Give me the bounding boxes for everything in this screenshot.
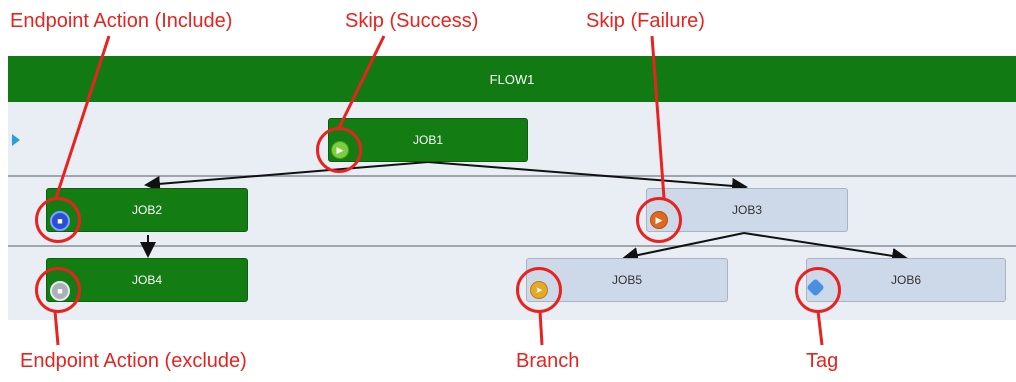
highlight-ring-skip-failure	[636, 197, 682, 243]
label-tag: Tag	[806, 350, 839, 372]
label-skip-failure: Skip (Failure)	[586, 10, 705, 32]
label-endpoint-exclude: Endpoint Action (exclude)	[20, 350, 247, 372]
job-label: JOB4	[131, 273, 162, 287]
job-label: JOB5	[611, 273, 642, 287]
label-endpoint-include: Endpoint Action (Include)	[10, 10, 233, 32]
highlight-ring-endpoint-include	[35, 197, 81, 243]
job-label: JOB1	[412, 133, 443, 147]
lane-separator	[8, 245, 1016, 247]
expand-arrow-icon[interactable]	[0, 0, 30, 160]
lane-separator	[8, 175, 1016, 177]
flow-title: FLOW1	[489, 71, 535, 87]
flow-header[interactable]: FLOW1	[8, 56, 1016, 102]
job-label: JOB3	[731, 203, 762, 217]
job-label: JOB2	[131, 203, 162, 217]
label-branch: Branch	[516, 350, 580, 372]
label-skip-success: Skip (Success)	[345, 10, 479, 32]
job-label: JOB6	[890, 273, 921, 287]
job-node-job4[interactable]: JOB4	[46, 258, 248, 302]
highlight-ring-endpoint-exclude	[35, 267, 81, 313]
